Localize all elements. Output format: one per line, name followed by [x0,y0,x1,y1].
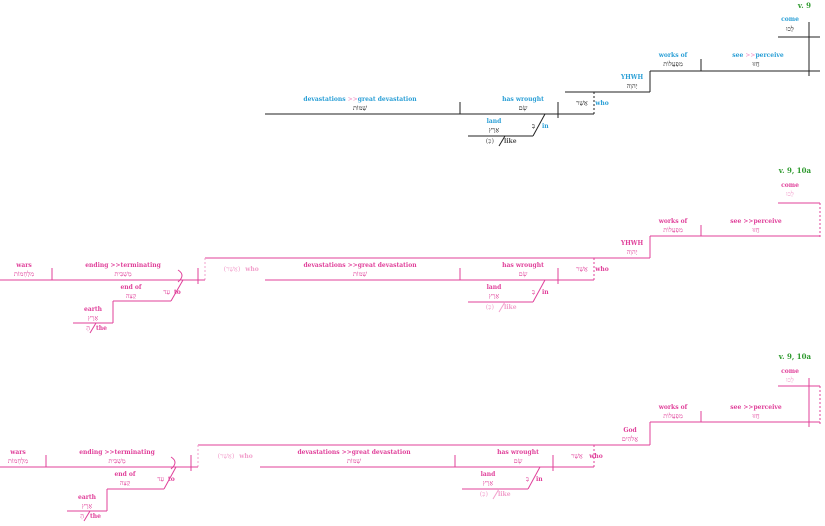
hebrew-who-2: (אֲשֶׁר) [218,452,235,460]
diagram-1 [265,22,820,147]
hebrew-ending: מַשְׁבִּית [108,457,125,465]
label-come: come [781,368,799,375]
label-see: see >>perceive [730,404,782,411]
hebrew-yhwh: יְהוָה [627,248,638,256]
diagram-3-text: v. 9, 10a come לְכוּ see >>perceive חֲזו… [8,352,812,520]
label-like: like [504,138,517,145]
hebrew-like: (כְּ) [486,137,495,145]
hebrew-yhwh: יְהוָה [627,82,638,90]
hebrew-to: עַד [163,288,170,296]
hebrew-see: חֲזוּ [751,60,759,68]
label-who: who [588,453,603,460]
label-god: God [623,427,637,434]
label-the: the [96,325,107,332]
label-wrought: has wrought [502,262,544,269]
verse-ref: v. 9, 10a [778,166,812,175]
hebrew-like: (כְּ) [486,303,495,311]
hebrew-who: אֲשֶׁר [576,99,588,107]
label-come: come [781,16,799,23]
hebrew-devastations: שַׁמּוֹת [347,457,361,465]
hebrew-earth: אָרֶץ [88,314,99,322]
hebrew-in: בְּ [526,475,529,483]
hebrew-wrought: שָׂם [519,270,528,278]
label-like: like [498,491,511,498]
hebrew-the: הָ [86,324,90,332]
label-in: in [536,476,543,483]
hebrew-in: בְּ [532,288,535,296]
label-who-2: who [244,266,259,273]
hebrew-in: בְּ [532,122,535,130]
label-in: in [542,289,549,296]
label-to: to [174,289,181,296]
hebrew-come: לְכוּ [785,190,794,198]
hebrew-land: אֶרֶץ [489,126,500,134]
hebrew-land: אֶרֶץ [489,292,500,300]
hebrew-who: אֲשֶׁר [576,265,588,273]
diagram-3 [0,378,821,522]
hebrew-the: הָ [80,512,84,520]
label-yhwh: YHWH [620,240,644,247]
hebrew-to: עַד [157,475,164,483]
hebrew-end-of: קְצֵה [126,292,137,300]
hebrew-ending: מַשְׁבִּית [114,270,131,278]
label-land: land [487,118,503,125]
label-like: like [504,304,517,311]
verse-ref: v. 9, 10a [778,352,812,361]
label-works: works of [658,52,688,59]
hebrew-see: חֲזוּ [751,412,759,420]
label-who: who [594,100,609,107]
hebrew-god: אֱלֹהִים [622,435,639,443]
label-wrought: has wrought [502,96,544,103]
label-in: in [542,123,549,130]
hebrew-wars: מִלְחָמוֹת [8,457,28,465]
hebrew-devastations: שַׁמּוֹת [353,104,367,112]
label-see: see >>perceive [732,52,784,59]
label-wrought: has wrought [497,449,539,456]
hebrew-wrought: שָׂם [514,457,523,465]
hebrew-like: (כְּ) [480,490,489,498]
label-wars: wars [15,262,32,269]
label-works: works of [658,404,688,411]
label-who-2: who [238,453,253,460]
hebrew-end-of: קְצֵה [120,479,131,487]
label-come: come [781,182,799,189]
hebrew-works: מִפְעֲלוֹת [663,60,683,68]
hebrew-come: לְכוּ [785,25,794,33]
diagram-2 [0,202,821,334]
label-ending: ending >>terminating [85,262,161,269]
label-ending: ending >>terminating [79,449,155,456]
label-devastations: devastations >>great devastation [303,96,417,103]
label-to: to [168,476,175,483]
diagram-2-text: v. 9, 10a come לְכוּ see >>perceive חֲזו… [14,166,812,332]
label-the: the [90,513,101,520]
hebrew-wrought: שָׂם [519,104,528,112]
hebrew-earth: אָרֶץ [82,502,93,510]
label-devastations: devastations >>great devastation [297,449,411,456]
label-devastations: devastations >>great devastation [303,262,417,269]
label-land: land [487,284,503,291]
hebrew-wars: מִלְחָמוֹת [14,270,34,278]
verse-ref: v. 9 [797,1,811,10]
label-see: see >>perceive [730,218,782,225]
hebrew-who-2: (אֲשֶׁר) [224,265,241,273]
label-works: works of [658,218,688,225]
hebrew-see: חֲזוּ [751,226,759,234]
label-end-of: end of [120,284,141,291]
label-earth: earth [84,306,103,313]
label-wars: wars [9,449,26,456]
hebrew-devastations: שַׁמּוֹת [353,270,367,278]
label-yhwh: YHWH [620,74,644,81]
hebrew-come: לְכוּ [785,376,794,384]
label-end-of: end of [114,471,135,478]
label-earth: earth [78,494,97,501]
hebrew-works: מִפְעֲלוֹת [663,412,683,420]
hebrew-who: אֲשֶׁר [571,452,583,460]
label-land: land [481,471,497,478]
diagram-1-text: v. 9 come לְכוּ see >>perceive חֲזוּ wor… [303,1,811,145]
hebrew-land: אֶרֶץ [483,479,494,487]
label-who: who [594,266,609,273]
hebrew-works: מִפְעֲלוֹת [663,226,683,234]
